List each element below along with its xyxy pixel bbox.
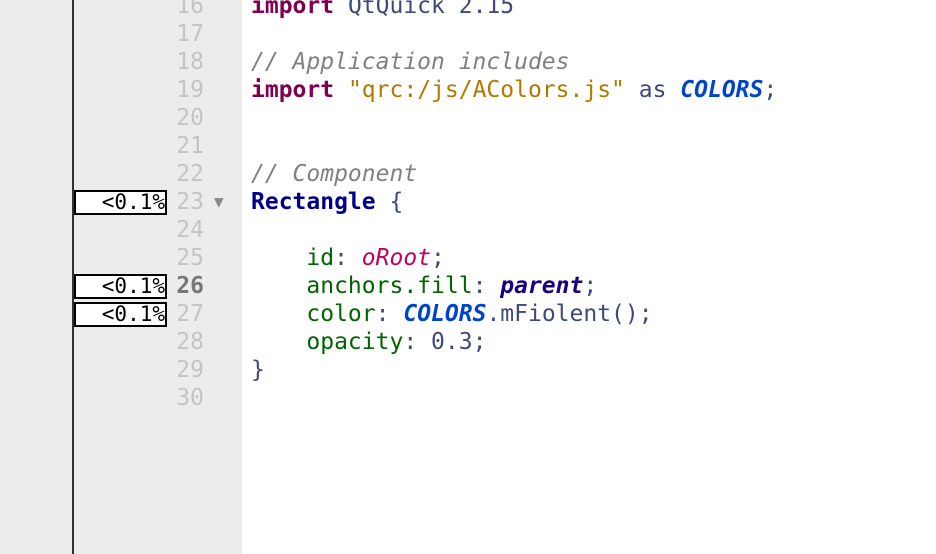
code-line[interactable]: <0.1% 26 anchors.fill: parent; [0,272,936,300]
code-token: : [375,301,404,327]
code-token: opacity [306,329,404,355]
line-number: 23 [176,189,204,215]
code-token: QtQuick 2.15 [334,0,515,19]
code-line[interactable]: 19 import "qrc:/js/AColors.js" as COLORS; [0,76,936,104]
code-line[interactable]: 25 id: oRoot; [0,244,936,272]
code-line[interactable]: 28 opacity: 0.3; [0,328,936,356]
code-token: : [472,273,501,299]
code-token: .mFiolent(); [486,301,653,327]
line-number: 25 [176,245,204,271]
coverage-badge: <0.1% [74,190,167,215]
code-token [251,329,306,355]
code-line[interactable]: <0.1% 27 color: COLORS.mFiolent(); [0,300,936,328]
code-text: // Component [251,160,417,188]
code-token: Rectangle [251,189,376,215]
code-text: import QtQuick 2.15 [251,0,514,20]
code-token: // Component [251,161,418,187]
code-token: oRoot [361,245,432,271]
code-line[interactable]: 20 [0,104,936,132]
line-number: 24 [176,217,204,243]
code-token: id [306,245,335,271]
code-token: anchors.fill [306,273,473,299]
fold-triangle-icon[interactable]: ▼ [214,192,224,211]
code-token: ; [763,77,778,103]
code-token: } [251,357,265,383]
coverage-badge: <0.1% [74,302,167,327]
code-token: : 0.3; [403,329,487,355]
code-line[interactable]: 22 // Component [0,160,936,188]
code-line[interactable]: 21 [0,132,936,160]
coverage-badge: <0.1% [74,274,167,299]
code-token [251,273,306,299]
line-number: 29 [176,357,204,383]
line-number: 17 [176,21,204,47]
line-number: 22 [176,161,204,187]
code-token [334,77,348,103]
code-token: // Application includes [251,49,570,75]
code-token: color [306,301,376,327]
code-line[interactable]: <0.1% 23 ▼ Rectangle { [0,188,936,216]
code-text: Rectangle { [251,188,403,216]
code-token [251,301,306,327]
code-token: as [624,77,681,103]
code-text: } [251,356,265,384]
code-token: import [251,0,335,19]
code-token: COLORS [680,77,764,103]
code-line[interactable]: 17 [0,20,936,48]
code-text: id: oRoot; [251,244,445,272]
line-number: 21 [176,133,204,159]
code-text: color: COLORS.mFiolent(); [251,300,653,328]
code-text: import "qrc:/js/AColors.js" as COLORS; [251,76,777,104]
line-number: 27 [176,301,204,327]
coverage-divider [72,0,74,554]
code-text: opacity: 0.3; [251,328,486,356]
code-token: "qrc:/js/AColors.js" [347,77,625,103]
code-token [251,245,306,271]
code-line[interactable]: 16 import QtQuick 2.15 [0,0,936,20]
code-token: import [251,77,335,103]
code-line[interactable]: 18 // Application includes [0,48,936,76]
code-text: // Application includes [251,48,570,76]
code-line[interactable]: 24 [0,216,936,244]
line-number: 26 [176,273,204,299]
line-number: 18 [176,49,204,75]
line-number: 20 [176,105,204,131]
line-number: 19 [176,77,204,103]
code-token: : [334,245,362,271]
code-token: { [375,189,404,215]
code-token: parent [500,273,584,299]
line-number: 16 [176,0,204,19]
code-token: ; [583,273,598,299]
code-line[interactable]: 30 [0,384,936,412]
code-line[interactable]: 29} [0,356,936,384]
code-text: anchors.fill: parent; [251,272,597,300]
line-number: 28 [176,329,204,355]
code-token: COLORS [403,301,487,327]
code-token: ; [431,245,445,271]
line-number: 30 [176,385,204,411]
